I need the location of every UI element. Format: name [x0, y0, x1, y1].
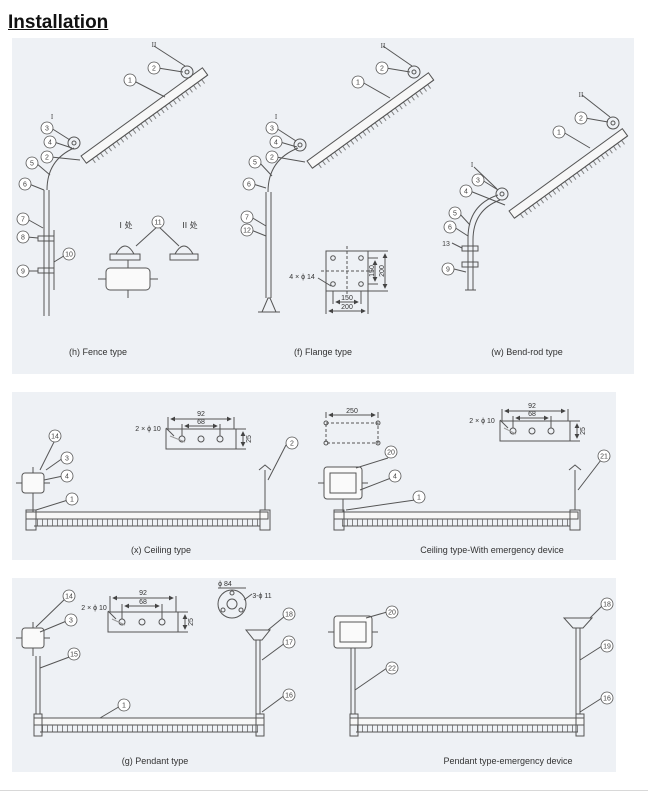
callout-19: 19	[603, 644, 611, 651]
footer-rule	[0, 790, 648, 791]
callout-1: 1	[122, 703, 126, 710]
callout-18: 18	[603, 602, 611, 609]
callout-18: 18	[285, 612, 293, 619]
caption-pendant-type: (g) Pendant type	[122, 756, 189, 766]
caption-ceiling-type: (x) Ceiling type	[131, 545, 191, 555]
callout-1: 1	[557, 130, 561, 137]
callout-21: 21	[600, 454, 608, 461]
callout-14: 14	[65, 594, 73, 601]
callout-3: 3	[65, 456, 69, 463]
pendant-type-figure	[16, 587, 286, 737]
callout-5: 5	[30, 161, 34, 168]
callout-16: 16	[285, 693, 293, 700]
ceiling-holes-dim: 2 × ϕ 10	[135, 426, 161, 433]
emergency-dim-68: 68	[528, 411, 536, 418]
flange-type-figure	[250, 45, 435, 314]
caption-pendant-emergency: Pendant type-emergency device	[443, 756, 572, 766]
callout-22: 22	[388, 666, 396, 673]
callout-2: 2	[45, 155, 49, 162]
flange-dim-200-h: 200	[341, 304, 353, 311]
flange-dim-200-v: 200	[379, 265, 386, 277]
ceiling-dim-68: 68	[197, 419, 205, 426]
callout-4: 4	[274, 140, 278, 147]
callout-2: 2	[579, 116, 583, 123]
page-title: Installation	[8, 12, 109, 33]
callout-11: 11	[154, 220, 161, 227]
fence-type-figure	[26, 45, 209, 316]
callout-bubbles	[16, 61, 614, 712]
ceiling-dim-92: 92	[197, 411, 205, 418]
ceiling-type-figure	[16, 416, 287, 531]
callout-3: 3	[476, 178, 480, 185]
emergency-dim-250: 250	[346, 408, 358, 415]
pendant-dim-84: ϕ 84	[218, 581, 232, 588]
callout-1: 1	[70, 497, 74, 504]
callout-2: 2	[290, 441, 294, 448]
callout-9: 9	[446, 267, 450, 274]
ceiling-dim-25: 25	[246, 435, 253, 443]
callout-16: 16	[603, 696, 611, 703]
callout-1: 1	[417, 495, 421, 502]
emergency-holes-dim: 2 × ϕ 10	[469, 418, 495, 425]
flange-dim-150-h: 150	[341, 295, 353, 302]
caption-fence-type: (h) Fence type	[69, 347, 127, 357]
callout-15: 15	[70, 652, 78, 659]
callout-1: 1	[128, 78, 132, 85]
callout-14: 14	[51, 434, 59, 441]
bend-rod-type-figure	[451, 94, 629, 291]
caption-flange-type: (f) Flange type	[294, 347, 352, 357]
marker-roman-1: I	[51, 113, 54, 121]
callout-4: 4	[393, 474, 397, 481]
marker-roman-2: II	[381, 42, 386, 50]
callout-2: 2	[270, 155, 274, 162]
callout-6: 6	[448, 225, 452, 232]
callout-7: 7	[245, 215, 249, 222]
detail-2-label: II 处	[182, 220, 197, 230]
callout-6: 6	[23, 182, 27, 189]
callout-2: 2	[380, 66, 384, 73]
callout-13: 13	[442, 241, 450, 248]
pendant-emergency-figure	[328, 605, 603, 737]
emergency-dim-92: 92	[528, 403, 536, 410]
pendant-holes-3x11: 3-ϕ 11	[252, 593, 271, 600]
pendant-dim-92: 92	[139, 590, 147, 597]
caption-bend-rod-type: (w) Bend-rod type	[491, 347, 563, 357]
callout-3: 3	[69, 618, 73, 625]
callout-17: 17	[285, 640, 293, 647]
pendant-dim-25: 25	[188, 618, 195, 626]
callout-5: 5	[253, 160, 257, 167]
callout-2: 2	[152, 66, 156, 73]
callout-10: 10	[65, 252, 73, 259]
callout-12: 12	[243, 228, 251, 235]
callout-6: 6	[247, 182, 251, 189]
caption-ceiling-emergency: Ceiling type-With emergency device	[420, 545, 564, 555]
callout-4: 4	[48, 140, 52, 147]
callout-1: 1	[356, 80, 360, 87]
marker-roman-1: I	[275, 113, 278, 121]
pendant-holes-dim: 2 × ϕ 10	[81, 605, 107, 612]
detail-1-label: I 处	[120, 220, 133, 230]
marker-roman-2: II	[579, 91, 584, 99]
callout-5: 5	[453, 211, 457, 218]
flange-holes-dim: 4 × ϕ 14	[289, 274, 315, 281]
flange-dim-150-v: 150	[369, 265, 376, 277]
callout-4: 4	[464, 189, 468, 196]
callout-4: 4	[65, 474, 69, 481]
callout-3: 3	[270, 126, 274, 133]
callout-7: 7	[21, 217, 25, 224]
panel-pendant-types	[12, 578, 616, 772]
marker-roman-1: I	[471, 161, 474, 169]
callout-20: 20	[387, 450, 395, 457]
emergency-dim-25: 25	[580, 427, 587, 435]
callout-8: 8	[21, 235, 25, 242]
callout-9: 9	[21, 269, 25, 276]
ceiling-emergency-figure	[318, 408, 602, 531]
marker-roman-2: II	[152, 41, 157, 49]
pendant-dim-68: 68	[139, 599, 147, 606]
callout-3: 3	[45, 126, 49, 133]
callout-20: 20	[388, 610, 396, 617]
